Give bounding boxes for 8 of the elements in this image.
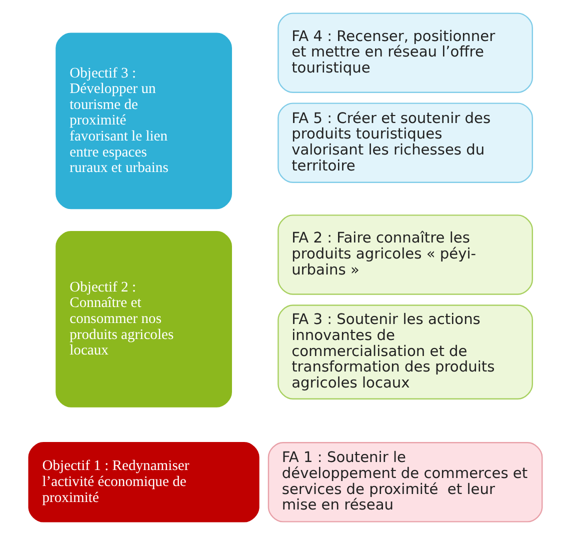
node-box: FA 3 : Soutenir les actions innovantes de commercialisation et de transformation des produits agricoles locaux [278,304,534,400]
node-box: FA 5 : Créer et soutenir des produits touristiques valorisant les richesses du territoire [278,102,534,183]
node-box: FA 4 : Recenser, positionner et mettre en réseau l’offre touristique [278,12,534,93]
node-box: Objectif 2 : Connaître et consommer nos produits agricoles locaux [56,231,232,408]
node-box: FA 1 : Soutenir le développement de commerces et services de proximité et leur mise en réseau [268,442,543,522]
node-box: Objectif 3 : Développer un tourisme de proximité favorisant le lien entre espaces ruraux et urbains [56,32,232,210]
node-box: FA 2 : Faire connaître les produits agricoles « péyi-urbains » [278,214,534,295]
node-box: Objectif 1 : Redynamiser l’activité économique de proximité [28,442,260,522]
